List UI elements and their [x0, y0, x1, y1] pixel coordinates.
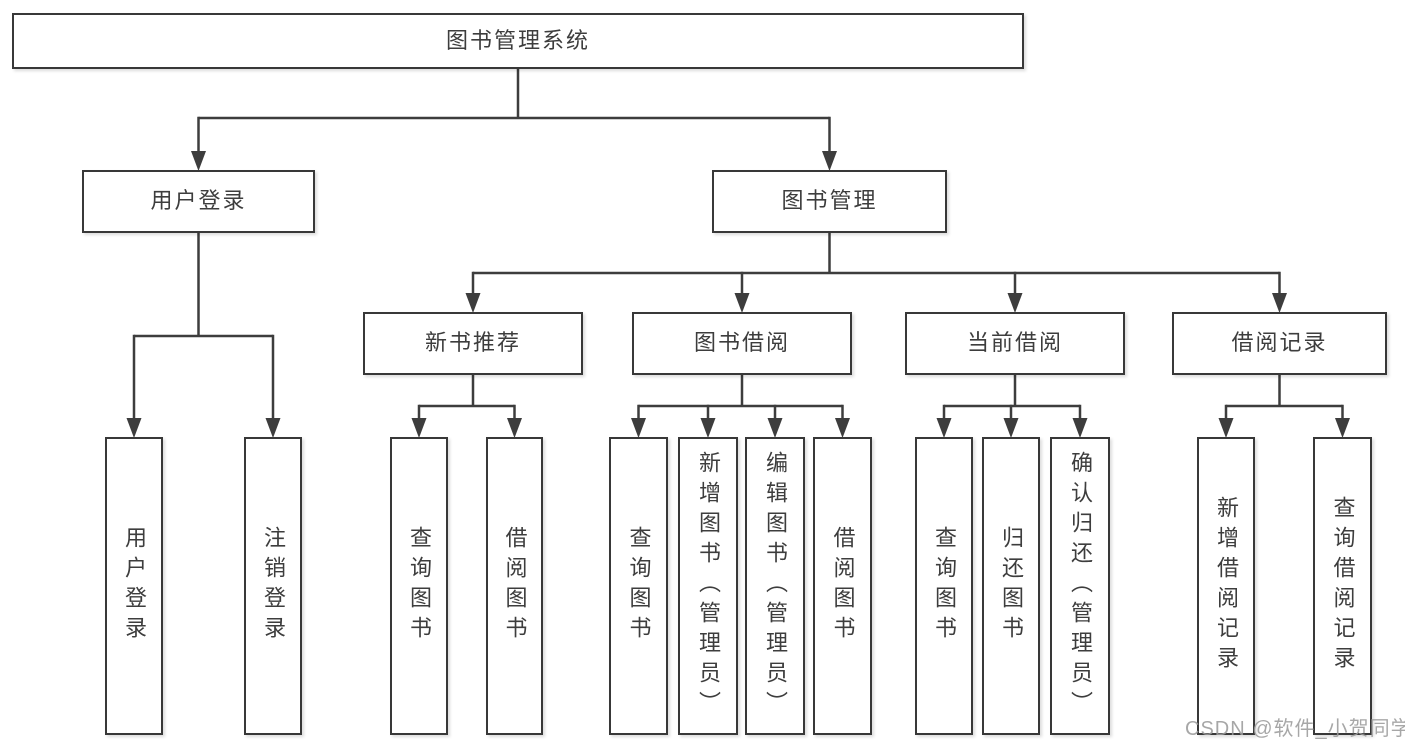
- node-label: 当前借阅: [966, 330, 1063, 356]
- node-leaf-edit-book: 编辑图书（管理员）: [745, 437, 805, 735]
- node-leaf-borrow-book-2: 借阅图书: [813, 437, 872, 735]
- node-leaf-logout: 注销登录: [244, 437, 302, 735]
- node-root: 图书管理系统: [12, 13, 1024, 69]
- node-book-mgmt: 图书管理: [712, 170, 947, 233]
- node-label: 图书管理系统: [445, 27, 590, 53]
- node-label: 用户登录: [150, 188, 247, 214]
- node-leaf-query-book-3: 查询图书: [915, 437, 973, 735]
- node-label: 借阅记录: [1231, 330, 1328, 356]
- node-leaf-confirm-return: 确认归还（管理员）: [1050, 437, 1110, 735]
- csdn-watermark: CSDN @软件_小贺同学: [1185, 718, 1405, 740]
- node-leaf-borrow-book-1: 借阅图书: [486, 437, 543, 735]
- node-leaf-add-record: 新增借阅记录: [1197, 437, 1255, 735]
- node-label: 查询图书: [407, 526, 432, 646]
- node-borrow-records: 借阅记录: [1172, 312, 1387, 375]
- node-label: 查询图书: [932, 526, 957, 646]
- node-book-borrow: 图书借阅: [632, 312, 852, 375]
- node-label: 确认归还（管理员）: [1068, 451, 1093, 721]
- node-leaf-add-book: 新增图书（管理员）: [678, 437, 738, 735]
- node-label: 查询图书: [626, 526, 652, 646]
- node-label: 图书管理: [781, 188, 878, 214]
- node-label: 图书借阅: [693, 330, 790, 356]
- node-label: 借阅图书: [502, 526, 528, 646]
- node-label: 注销登录: [261, 526, 286, 646]
- node-user-login: 用户登录: [82, 170, 315, 233]
- node-leaf-user-login: 用户登录: [105, 437, 163, 735]
- node-label: 编辑图书（管理员）: [763, 451, 788, 721]
- node-current-borrow: 当前借阅: [905, 312, 1125, 375]
- node-leaf-return-book: 归还图书: [982, 437, 1040, 735]
- node-label: 借阅图书: [830, 526, 856, 646]
- node-leaf-query-book-2: 查询图书: [609, 437, 668, 735]
- node-label: 新增图书（管理员）: [696, 451, 721, 721]
- node-leaf-query-book-1: 查询图书: [390, 437, 448, 735]
- node-label: 归还图书: [999, 526, 1024, 646]
- node-new-book-rec: 新书推荐: [363, 312, 583, 375]
- node-label: 新增借阅记录: [1214, 496, 1239, 676]
- node-label: 新书推荐: [424, 330, 521, 356]
- node-label: 查询借阅记录: [1330, 496, 1356, 676]
- node-leaf-query-record: 查询借阅记录: [1313, 437, 1372, 735]
- node-label: 用户登录: [122, 526, 147, 646]
